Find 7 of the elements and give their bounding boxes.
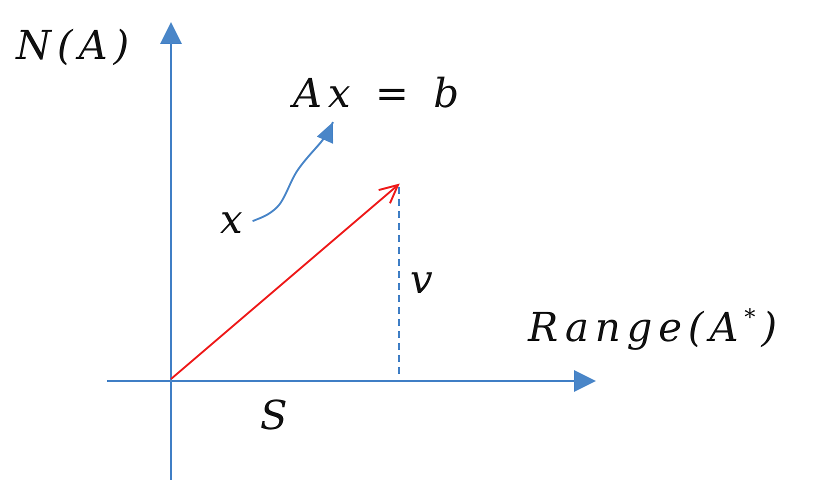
variable-label: v xyxy=(410,256,439,304)
curved-arrow xyxy=(252,122,334,222)
variable-label: x xyxy=(216,192,253,248)
axis-label: N(A) xyxy=(16,22,136,70)
subspace-label: S xyxy=(260,392,294,440)
axis-label: Range(A$^{*}$) xyxy=(528,304,784,352)
equation-label: Ax = b xyxy=(289,66,469,122)
